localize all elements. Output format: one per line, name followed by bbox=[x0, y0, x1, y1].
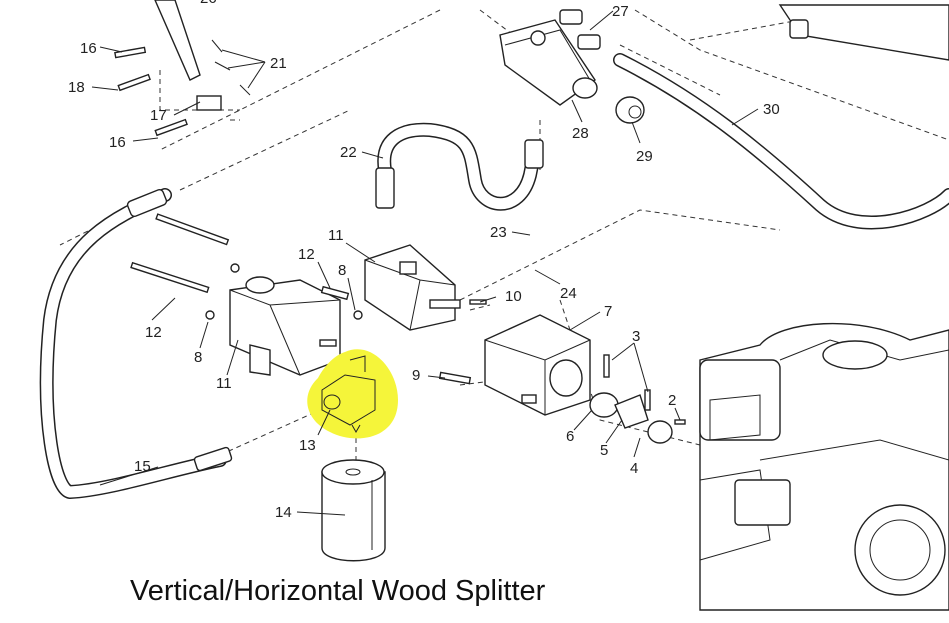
filter-14 bbox=[321, 459, 386, 562]
hose-22 bbox=[375, 122, 544, 211]
bolts-12 bbox=[130, 213, 363, 320]
pump-11-center bbox=[364, 244, 461, 331]
bracket-parts bbox=[114, 0, 251, 137]
callout-9: 9 bbox=[412, 367, 420, 384]
callout-12: 12 bbox=[145, 324, 162, 341]
callout-30: 30 bbox=[763, 101, 780, 118]
callout-29: 29 bbox=[636, 148, 653, 165]
engine bbox=[699, 322, 949, 611]
bolt-9 bbox=[438, 371, 472, 385]
callout-14: 14 bbox=[275, 504, 292, 521]
coupling-parts bbox=[589, 354, 686, 444]
callout-18: 18 bbox=[68, 79, 85, 96]
pin-10 bbox=[469, 299, 487, 305]
callout-5: 5 bbox=[600, 442, 608, 459]
callout-23: 23 bbox=[490, 224, 507, 241]
valve-28 bbox=[499, 9, 601, 106]
diagram-caption: Vertical/Horizontal Wood Splitter bbox=[130, 575, 546, 607]
leader-lines bbox=[91, 10, 759, 516]
hose-15 bbox=[39, 188, 233, 500]
callout-12: 12 bbox=[298, 246, 315, 263]
filter-head-13-highlight bbox=[307, 349, 398, 439]
callout-15: 15 bbox=[134, 458, 151, 475]
callout-22: 22 bbox=[340, 144, 357, 161]
callout-11: 11 bbox=[328, 227, 344, 244]
assembly-lines bbox=[59, 9, 949, 470]
housing-7 bbox=[484, 314, 591, 416]
callout-16: 16 bbox=[109, 134, 126, 151]
callout-6: 6 bbox=[566, 428, 574, 445]
callout-3: 3 bbox=[632, 328, 640, 345]
callout-labels: 26 16 18 17 16 21 22 27 28 29 30 23 24 1… bbox=[68, 0, 780, 521]
callout-27: 27 bbox=[612, 3, 629, 20]
cylinder-top-right bbox=[778, 4, 949, 61]
bushing-29 bbox=[615, 96, 645, 124]
hose-30 bbox=[613, 53, 949, 230]
callout-28: 28 bbox=[572, 125, 589, 142]
callout-4: 4 bbox=[630, 460, 638, 477]
callout-10: 10 bbox=[505, 288, 522, 305]
callout-17: 17 bbox=[150, 107, 167, 124]
callout-7: 7 bbox=[604, 303, 612, 320]
callout-21: 21 bbox=[270, 55, 287, 72]
callout-8: 8 bbox=[194, 349, 202, 366]
pump-11-left bbox=[229, 276, 341, 376]
callout-8: 8 bbox=[338, 262, 346, 279]
callout-2: 2 bbox=[668, 392, 676, 409]
callout-13: 13 bbox=[299, 437, 316, 454]
callout-11: 11 bbox=[216, 375, 232, 392]
callout-16: 16 bbox=[80, 40, 97, 57]
callout-26: 26 bbox=[200, 0, 217, 7]
callout-24: 24 bbox=[560, 285, 577, 302]
